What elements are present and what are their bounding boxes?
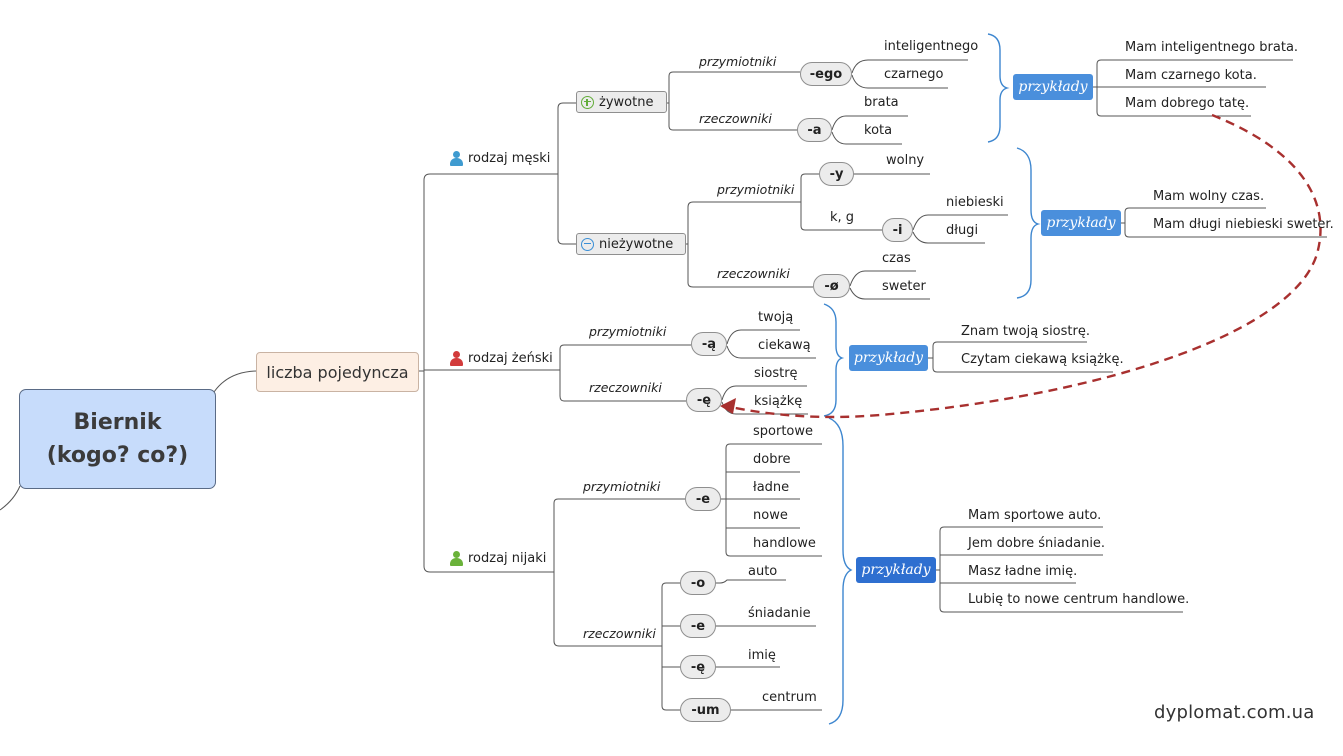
inanimate-topic[interactable]: nieżywotne (576, 233, 686, 255)
animate-nouns-label: rzeczowniki (699, 111, 772, 126)
word-czas: czas (882, 251, 911, 266)
neuter-adjectives-label: przymiotniki (583, 479, 661, 494)
ending-i[interactable]: -i (882, 218, 913, 242)
example-sentence: Mam dobrego tatę. (1125, 96, 1250, 111)
examples-inanimate[interactable]: przykłady (1041, 210, 1121, 236)
inanimate-nouns-label: rzeczowniki (717, 266, 790, 281)
feminine-nouns-label: rzeczowniki (589, 380, 662, 395)
ending-e-noun[interactable]: -e (680, 614, 716, 638)
word-siostre: siostrę (754, 366, 798, 381)
animate-topic[interactable]: żywotne (576, 91, 667, 113)
example-sentence: Masz ładne imię. (968, 564, 1078, 579)
number-singular-topic[interactable]: liczba pojedyncza (256, 352, 419, 392)
word-sniadanie: śniadanie (748, 606, 811, 621)
example-sentence: Mam inteligentnego brata. (1125, 40, 1299, 55)
word-brata: brata (864, 95, 899, 110)
ending-ego[interactable]: -ego (800, 62, 852, 86)
root-topic[interactable]: Biernik (kogo? co?) (19, 389, 216, 489)
ending-um[interactable]: -um (680, 698, 731, 722)
ending-zero[interactable]: -ø (813, 274, 850, 298)
word-sportowe: sportowe (753, 424, 814, 439)
word-twoja: twoją (758, 310, 794, 325)
feminine-adjectives-label: przymiotniki (589, 324, 667, 339)
word-niebieski: niebieski (946, 195, 1004, 210)
plus-circle-icon (581, 95, 594, 109)
example-sentence: Mam długi niebieski sweter. (1153, 217, 1334, 232)
word-dobre: dobre (753, 452, 791, 467)
examples-neuter[interactable]: przykłady (856, 557, 936, 583)
ending-e-ogonek[interactable]: -ę (686, 388, 722, 412)
ending-e-ogonek-noun[interactable]: -ę (680, 655, 716, 679)
ending-e-neuter[interactable]: -e (685, 487, 721, 511)
ending-a-ogonek[interactable]: -ą (691, 332, 727, 356)
watermark: dyplomat.com.ua (1154, 702, 1315, 723)
inanimate-adjectives-label: przymiotniki (717, 182, 795, 197)
example-sentence: Mam sportowe auto. (968, 508, 1102, 523)
female-person-icon (449, 351, 464, 367)
root-subtitle: (kogo? co?) (46, 443, 189, 468)
word-dlugi: długi (946, 223, 979, 238)
kg-label: k, g (830, 210, 855, 225)
word-wolny: wolny (886, 153, 925, 168)
animate-label: żywotne (599, 94, 654, 110)
ending-y[interactable]: -y (819, 162, 854, 186)
word-imie: imię (748, 648, 776, 663)
word-ksiazke: książkę (754, 394, 803, 409)
examples-feminine[interactable]: przykłady (849, 345, 928, 371)
word-auto: auto (748, 564, 778, 579)
feminine-label: rodzaj żeński (468, 351, 553, 366)
example-sentence: Jem dobre śniadanie. (968, 536, 1106, 551)
word-czarnego: czarnego (884, 67, 944, 82)
examples-animate[interactable]: przykłady (1013, 74, 1093, 100)
neuter-person-icon (449, 551, 464, 567)
example-sentence: Czytam ciekawą książkę. (961, 352, 1124, 367)
root-title: Biernik (73, 410, 162, 435)
masculine-label: rodzaj męski (468, 151, 551, 166)
neuter-topic[interactable]: rodzaj nijaki (449, 551, 546, 567)
word-sweter: sweter (882, 279, 926, 294)
neuter-label: rodzaj nijaki (468, 551, 547, 566)
word-nowe: nowe (753, 508, 788, 523)
neuter-nouns-label: rzeczowniki (583, 626, 656, 641)
feminine-topic[interactable]: rodzaj żeński (449, 351, 553, 367)
minus-circle-icon (581, 237, 594, 251)
ending-a[interactable]: -a (797, 118, 832, 142)
male-person-icon (449, 151, 464, 167)
word-ladne: ładne (753, 480, 790, 495)
example-sentence: Mam czarnego kota. (1125, 68, 1257, 83)
example-sentence: Lubię to nowe centrum handlowe. (968, 592, 1190, 607)
inanimate-label: nieżywotne (599, 236, 674, 252)
masculine-topic[interactable]: rodzaj męski (449, 151, 550, 167)
word-handlowe: handlowe (753, 536, 816, 551)
example-sentence: Znam twoją siostrę. (961, 324, 1090, 339)
word-kota: kota (864, 123, 893, 138)
word-ciekawa: ciekawą (758, 338, 811, 353)
example-sentence: Mam wolny czas. (1153, 189, 1265, 204)
animate-adjectives-label: przymiotniki (699, 54, 777, 69)
ending-o[interactable]: -o (680, 571, 716, 595)
word-inteligentnego: inteligentnego (884, 39, 979, 54)
word-centrum: centrum (762, 690, 817, 705)
